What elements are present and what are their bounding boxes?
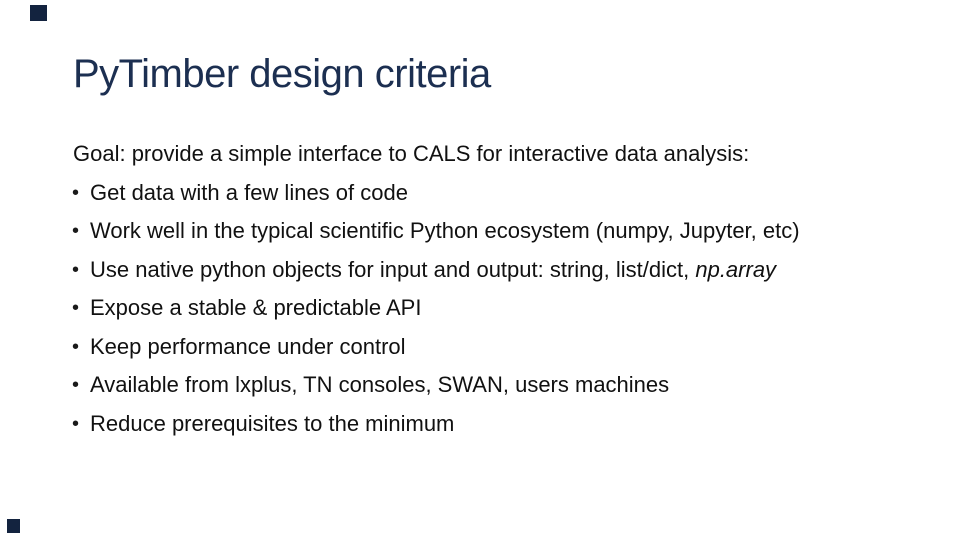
- bullet-text: Work well in the typical scientific Pyth…: [90, 218, 800, 243]
- bullet-marker: •: [72, 220, 80, 242]
- bullet-marker: •: [72, 335, 80, 358]
- bullet-marker: •: [72, 374, 80, 396]
- bullet-marker: •: [72, 412, 80, 435]
- slide-body: Goal: provide a simple interface to CALS…: [72, 135, 903, 444]
- list-item: • Work well in the typical scientific Pyt…: [72, 212, 903, 251]
- list-item: • Use native python objects for input and…: [72, 251, 903, 290]
- bullet-text: Available from lxplus, TN consoles, SWAN…: [90, 372, 670, 397]
- bullet-text: Get data with a few lines of code: [90, 179, 408, 205]
- bullet-text: Expose a stable & predictable API: [90, 295, 422, 320]
- list-item: • Get data with a few lines of code: [72, 174, 903, 213]
- bullet-text: Keep performance under control: [90, 333, 406, 359]
- bullet-marker: •: [72, 258, 80, 281]
- corner-decoration-top-left: [30, 5, 47, 21]
- bullet-list: • Get data with a few lines of code • Work…: [72, 174, 903, 444]
- slide-title: PyTimber design criteria: [73, 52, 491, 96]
- bullet-text: Reduce prerequisites to the minimum: [90, 410, 455, 436]
- list-item: • Available from lxplus, TN consoles, SWA…: [72, 366, 903, 405]
- bullet-marker: •: [72, 181, 80, 204]
- corner-decoration-bottom-left: [7, 519, 20, 533]
- bullet-text: Use native python objects for input and …: [90, 256, 696, 282]
- bullet-marker: •: [72, 297, 80, 319]
- list-item: • Expose a stable & predictable API: [72, 289, 903, 328]
- list-item: • Reduce prerequisites to the minimum: [72, 405, 903, 444]
- goal-statement: Goal: provide a simple interface to CALS…: [73, 141, 750, 166]
- bullet-text-italic: np.array: [695, 256, 777, 282]
- list-item: • Keep performance under control: [72, 328, 903, 367]
